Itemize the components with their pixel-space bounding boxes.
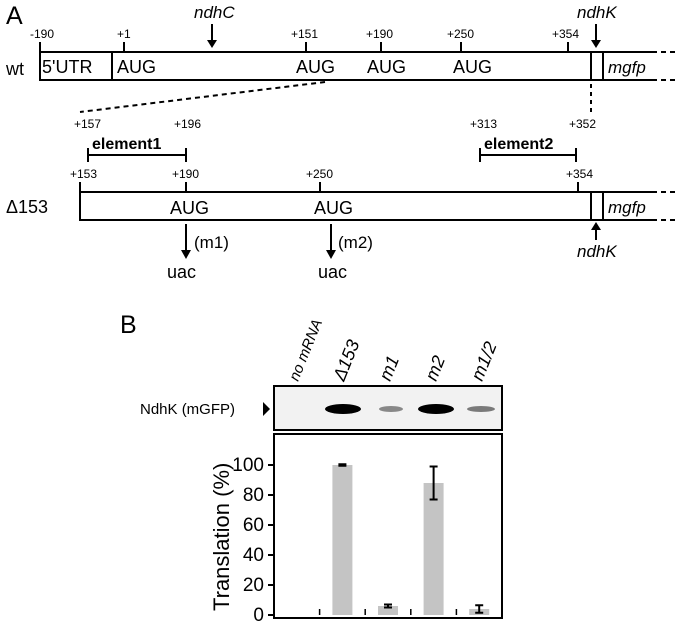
d153-reporter-label: mgfp: [608, 198, 646, 217]
ndhk-bottom-label: ndhK: [577, 242, 617, 261]
wt-pos-1: -190: [30, 27, 54, 41]
y-tick-label: 60: [243, 515, 264, 536]
e2-end: +352: [569, 117, 596, 131]
wt-pos-6: +354: [552, 27, 579, 41]
wt-aug-1: AUG: [117, 57, 156, 77]
wt-ndhk-step: [565, 51, 592, 80]
panel-b-label: B: [120, 311, 137, 339]
panel-a-label: A: [6, 2, 23, 30]
m2-codon: uac: [318, 262, 347, 282]
band-pointer-icon: [263, 402, 270, 416]
d153-pos-1: +153: [70, 167, 97, 181]
y-tick-label: 40: [243, 545, 264, 566]
d153-construct: [79, 191, 677, 221]
wt-construct: [39, 51, 677, 81]
wt-pos-5: +250: [447, 27, 474, 41]
y-tick-label: 80: [243, 485, 264, 506]
y-tick-label: 100: [232, 455, 264, 476]
lane-label-d153: Δ153: [329, 337, 364, 384]
d153-aug-2: AUG: [314, 198, 353, 218]
y-axis-title: Translation (%): [209, 463, 234, 611]
y-tick-label: 0: [253, 605, 264, 623]
d153-aug-1: AUG: [170, 198, 209, 218]
ndhc-arrow-head: [207, 40, 217, 48]
ndhk-bottom-arrow-head: [591, 222, 601, 230]
band-m2: [418, 404, 454, 414]
d153-pos-3: +250: [306, 167, 333, 181]
bar: [332, 465, 353, 615]
e1-end: +196: [174, 117, 201, 131]
wt-ticks: [39, 42, 569, 52]
bar: [378, 606, 398, 615]
bar-chart: 0 20 40 60 80 100: [232, 455, 490, 623]
lane-label-m12: m1/2: [467, 339, 501, 384]
e1-start: +157: [74, 117, 101, 131]
d153-label: Δ153: [6, 197, 48, 217]
element1-label: element1: [92, 136, 161, 153]
zoom-line-left: [79, 81, 326, 113]
element2-label: element2: [484, 136, 553, 153]
d153-pos-4: +354: [566, 167, 593, 181]
wt-aug-3: AUG: [367, 57, 406, 77]
m1-codon: uac: [167, 262, 196, 282]
m2-label: (m2): [338, 233, 373, 252]
wt-reporter-label: mgfp: [608, 58, 646, 77]
lane-label-m2: m2: [421, 353, 449, 384]
element2-bracket: [479, 148, 577, 162]
d153-ticks: [79, 182, 579, 192]
band-label: NdhK (mGFP): [140, 401, 235, 418]
wt-aug-4: AUG: [453, 57, 492, 77]
ndhc-label: ndhC: [194, 3, 235, 22]
m2-arrow-head: [326, 250, 336, 259]
lane-label-m1: m1: [375, 353, 403, 384]
bar: [423, 483, 444, 615]
band-m1: [379, 406, 403, 412]
wt-label: wt: [5, 59, 24, 79]
band-m12: [467, 406, 495, 412]
wt-pos-2: +1: [117, 27, 131, 41]
wt-pos-3: +151: [291, 27, 318, 41]
wt-aug-2: AUG: [296, 57, 335, 77]
m1-arrow-head: [181, 250, 191, 259]
lane-label-no-mrna: no mRNA: [286, 317, 326, 384]
m1-label: (m1): [194, 233, 229, 252]
d153-pos-2: +190: [172, 167, 199, 181]
ndhk-top-label: ndhK: [577, 3, 617, 22]
wt-utr-label: 5'UTR: [42, 57, 92, 77]
ndhk-top-arrow-head: [591, 40, 601, 48]
chart-frame: [273, 433, 503, 619]
band-d153: [325, 404, 361, 414]
wt-pos-4: +190: [366, 27, 393, 41]
element1-bracket: [87, 148, 187, 162]
e2-start: +313: [470, 117, 497, 131]
y-tick-label: 20: [243, 575, 264, 596]
